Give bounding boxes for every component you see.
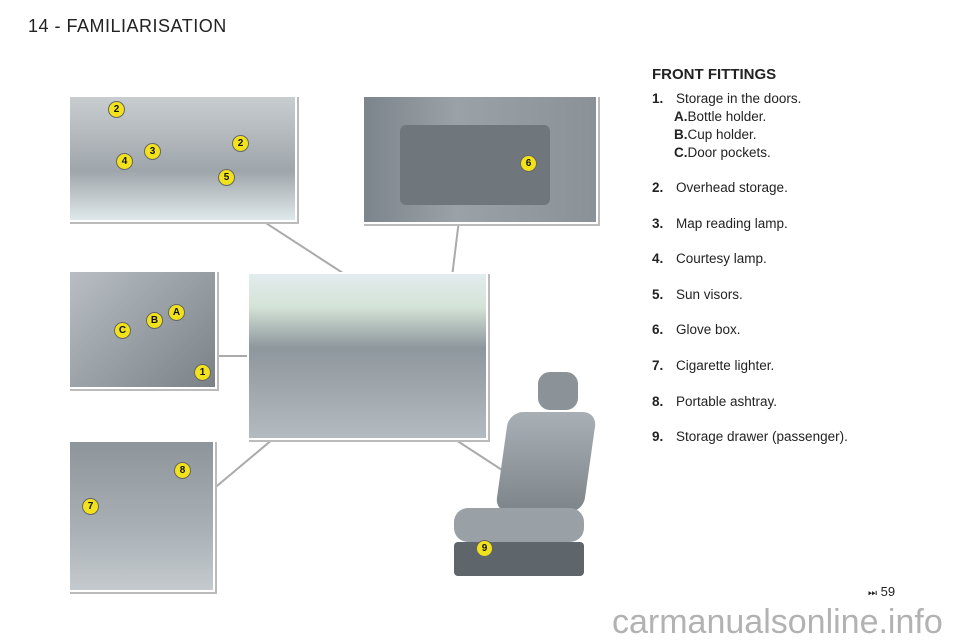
sub-item: C.Door pockets. [674, 145, 771, 160]
list-item: 9.Storage drawer (passenger). [652, 429, 848, 444]
callout-badge: 2 [108, 101, 125, 118]
leader-line [258, 218, 353, 280]
list-item: 5.Sun visors. [652, 287, 743, 302]
callout-badge: C [114, 322, 131, 339]
callout-badge: 3 [144, 143, 161, 160]
callout-badge: 1 [194, 364, 211, 381]
section-title: FRONT FITTINGS [652, 66, 777, 83]
console-illustration: 8 7 [68, 440, 215, 592]
callout-badge: A [168, 304, 185, 321]
door-illustration: C B A 1 [68, 270, 217, 389]
list-item: 6.Glove box. [652, 322, 741, 337]
page-title: 14 - FAMILIARISATION [28, 16, 227, 36]
seat-illustration: 9 [450, 372, 598, 578]
list-item: 1.Storage in the doors. [652, 91, 802, 106]
list-item: 4.Courtesy lamp. [652, 251, 767, 266]
glovebox-illustration: 6 [362, 95, 598, 224]
sub-item: A.Bottle holder. [674, 109, 767, 124]
callout-badge: 6 [520, 155, 537, 172]
cabin-illustration [247, 272, 488, 440]
sub-item: B.Cup holder. [674, 127, 757, 142]
callout-badge: 2 [232, 135, 249, 152]
callout-badge: 4 [116, 153, 133, 170]
callout-badge: 7 [82, 498, 99, 515]
overhead-illustration: 2 3 4 2 5 [68, 95, 297, 222]
list-item: 7.Cigarette lighter. [652, 358, 775, 373]
callout-badge: B [146, 312, 163, 329]
page-reference[interactable]: ⏭ 59 [868, 584, 896, 599]
list-item: 3.Map reading lamp. [652, 216, 788, 231]
callout-badge: 8 [174, 462, 191, 479]
list-item: 2.Overhead storage. [652, 180, 788, 195]
list-item: 8.Portable ashtray. [652, 394, 778, 409]
callout-badge: 5 [218, 169, 235, 186]
fast-forward-icon: ⏭ [868, 588, 877, 599]
leader-line [213, 355, 273, 357]
watermark: carmanualsonline.info [612, 603, 943, 641]
callout-badge: 9 [476, 540, 493, 557]
